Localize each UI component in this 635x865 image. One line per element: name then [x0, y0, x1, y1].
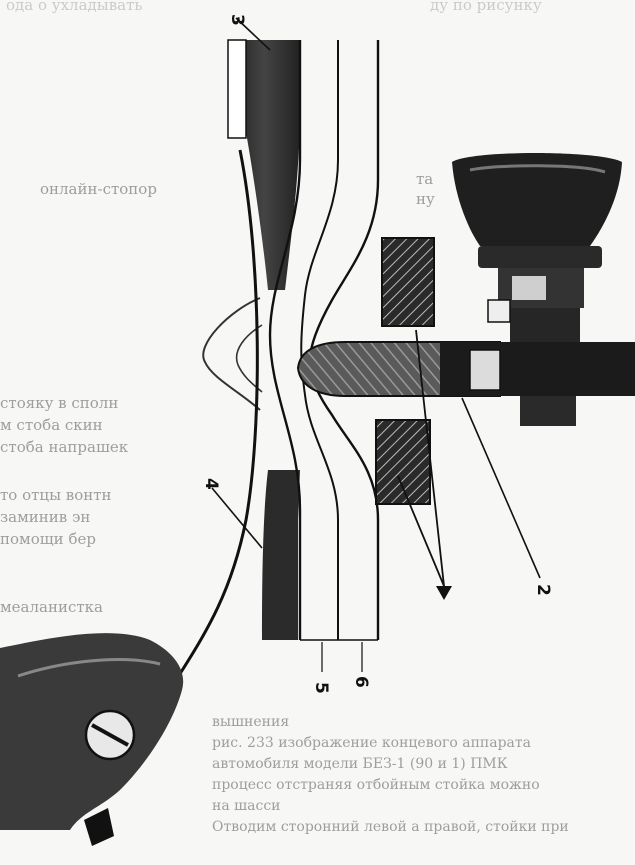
handle-nut-face	[512, 276, 546, 300]
tube-wall-right	[308, 40, 380, 640]
leader-arrowhead	[436, 586, 452, 600]
clamp-tab	[84, 808, 114, 846]
bleed-text-right-2: ну	[416, 190, 435, 208]
bleed-line: процесс отстраняя отбойным стойка можно	[212, 777, 540, 793]
handle-knob-highlight	[469, 164, 606, 174]
handle-stem	[510, 308, 580, 342]
callout-6: 6	[351, 676, 371, 688]
stem-bolt	[487, 299, 511, 323]
bleed-line: стоба напрашек	[0, 438, 129, 456]
panel-tab	[227, 39, 247, 139]
release-rod	[174, 149, 259, 681]
bulge-outline-inner	[235, 324, 263, 393]
bracket-block-upper	[381, 237, 435, 327]
tube-wall-left	[268, 40, 302, 640]
bleed-text-bottom-block: вышнения рис. 233 изображение концевого …	[212, 712, 569, 838]
seal-panel-lower	[262, 470, 300, 640]
stem-base	[520, 396, 576, 426]
bleed-text-top-left: ода о ухладывать	[6, 0, 143, 14]
bleed-text-left-block-1: стояку в сполн м стоба скин стоба напраш…	[0, 392, 128, 458]
bracket-block-lower	[375, 419, 431, 505]
leader-line-3	[235, 17, 271, 51]
bleed-text-right-1: та	[416, 170, 434, 188]
leader-line-4	[211, 487, 263, 549]
bleed-text-caption-left: онлайн-стопор	[40, 180, 157, 198]
bleed-line: заминив эн	[0, 508, 91, 526]
handle-knob	[452, 153, 622, 246]
tube-wall-middle	[300, 40, 339, 640]
leader-arrow-line-upper	[415, 329, 445, 587]
leader-arrow-line-lower	[397, 475, 445, 587]
plunger-collar	[469, 349, 501, 391]
clamp-highlight	[17, 658, 161, 678]
bleed-text-top-right: ду по рисунку	[430, 0, 542, 14]
bleed-line: стояку в сполн	[0, 394, 119, 412]
handle-neck	[478, 246, 602, 268]
leader-line-2	[461, 397, 541, 579]
bleed-line: то отцы вонтн	[0, 486, 112, 504]
bleed-line: на шасси	[212, 798, 281, 814]
bleed-line: Отводим сторонний левой а правой, стойки…	[212, 819, 569, 835]
callout-2: 2	[533, 584, 553, 596]
bleed-line: автомобиля модели БЕЗ-1 (90 и 1) ПМК	[212, 756, 508, 772]
callout-5: 5	[311, 682, 331, 694]
bleed-text-left-block-2: то отцы вонтн заминив эн помощи бер	[0, 484, 112, 550]
bleed-line: вышнения	[212, 714, 290, 730]
callout-3: 3	[227, 14, 247, 26]
bleed-line: м стоба скин	[0, 416, 103, 434]
bleed-line: помощи бер	[0, 530, 96, 548]
bleed-line: рис. 233 изображение концевого аппарата	[212, 735, 531, 751]
bulge-outline-outer	[202, 297, 261, 411]
bleed-text-left-block-3: меаланистка	[0, 598, 103, 616]
clamp-screw-slot	[91, 723, 129, 747]
callout-4: 4	[201, 478, 221, 490]
